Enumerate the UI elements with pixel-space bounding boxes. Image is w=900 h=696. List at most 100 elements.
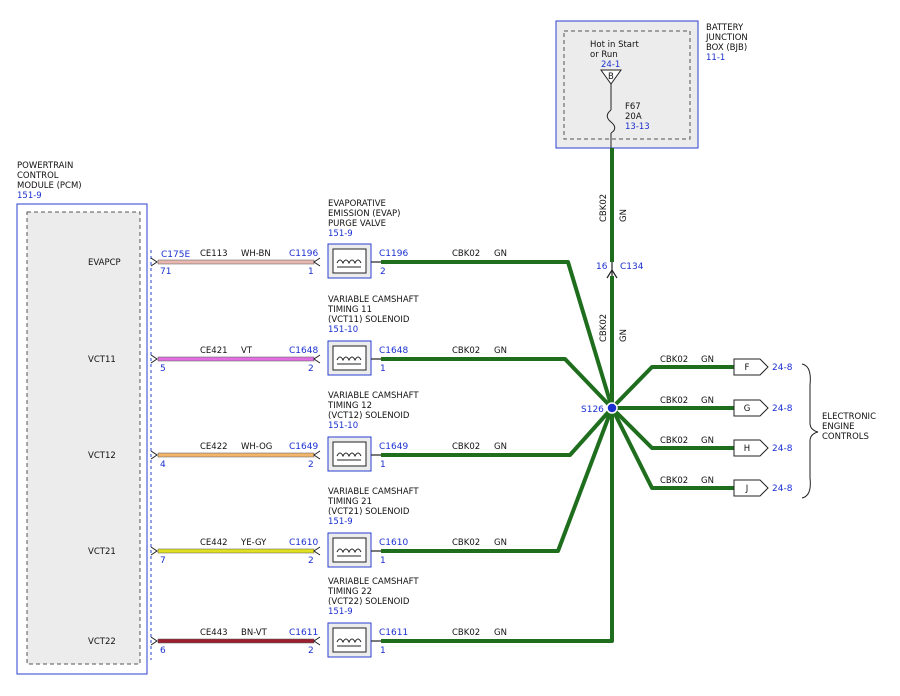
output-brace	[801, 363, 819, 499]
power-wire-branch[interactable]	[381, 260, 614, 409]
component-out-connector[interactable]: C1611	[379, 628, 408, 638]
component-title-line: VARIABLE CAMSHAFT	[328, 295, 419, 305]
output-connector-icon[interactable]	[733, 399, 769, 417]
power-wire-branch[interactable]	[381, 407, 614, 553]
component-in-connector[interactable]: C1610	[289, 538, 318, 548]
component-ref[interactable]: 151-10	[328, 325, 358, 335]
output-wire[interactable]	[610, 406, 734, 450]
pcm-signal-label: EVAPCP	[88, 258, 121, 268]
power-wire-branch[interactable]	[381, 408, 614, 643]
fuse-ref[interactable]: 13-13	[625, 122, 650, 132]
component-ref[interactable]: 151-10	[328, 421, 358, 431]
power-feed: CBK02 GN CBK02 GN 16 C134	[596, 148, 644, 408]
inline-connector-id[interactable]: C134	[620, 262, 644, 272]
circuit-color: WH-BN	[241, 249, 271, 259]
output-ref[interactable]: 24-8	[772, 404, 793, 414]
solenoid-coil-icon	[336, 259, 362, 265]
power-color-label-1: GN	[619, 209, 629, 222]
component-in-connector[interactable]: C1611	[289, 628, 318, 638]
component-title-line: (VCT21) SOLENOID	[328, 507, 410, 517]
component-title-line: VARIABLE CAMSHAFT	[328, 487, 419, 497]
component-title-line: (VCT11) SOLENOID	[328, 315, 410, 325]
fuse-icon	[606, 109, 616, 134]
output-ref[interactable]: 24-8	[772, 363, 793, 373]
splice-dot[interactable]	[606, 402, 618, 414]
component-out-connector[interactable]: C1648	[379, 346, 408, 356]
output-color-label: GN	[701, 396, 714, 406]
circuit-color: BN-VT	[241, 628, 268, 638]
output-letter: G	[744, 404, 751, 414]
component-arrow-icon	[313, 257, 321, 267]
output-connector-icon[interactable]	[733, 358, 769, 376]
component-ref[interactable]: 151-9	[328, 517, 353, 527]
component-out-connector[interactable]: C1610	[379, 538, 408, 548]
component-in-pin: 2	[308, 556, 314, 566]
signal-wire[interactable]	[157, 638, 315, 644]
bjb-module: BATTERY JUNCTION BOX (BJB) 11-1 Hot in S…	[555, 20, 748, 149]
component-in-connector[interactable]: C1648	[289, 346, 318, 356]
signal-wire[interactable]	[157, 259, 315, 265]
pcm-inner-box	[26, 211, 141, 665]
output-label-line-2: ENGINE	[822, 422, 855, 432]
splice-label[interactable]: S126	[581, 405, 604, 415]
bjb-ref[interactable]: 11-1	[706, 53, 725, 63]
output-circuit-label: CBK02	[660, 436, 688, 446]
component-title-line: (VCT22) SOLENOID	[328, 597, 410, 607]
pcm-signal-label: VCT22	[88, 637, 116, 647]
component-ref[interactable]: 151-9	[328, 229, 353, 239]
output-wire[interactable]	[610, 365, 734, 410]
component-out-connector[interactable]: C1649	[379, 442, 408, 452]
bjb-feed-ref[interactable]: 24-1	[601, 60, 620, 70]
component-in-connector[interactable]: C1649	[289, 442, 318, 452]
bjb-feed-line-1: Hot in Start	[590, 40, 640, 50]
power-wire-branch[interactable]	[381, 406, 614, 457]
bjb-feed-triangle	[600, 69, 622, 85]
signal-wire[interactable]	[157, 356, 315, 362]
circuit-color: YE-GY	[240, 538, 267, 548]
pcm-title-line-2: CONTROL	[17, 171, 59, 181]
output-connector-icon[interactable]	[733, 439, 769, 457]
bjb-inner-box	[563, 30, 691, 140]
pcm-pin-number: 4	[160, 460, 166, 470]
power-circuit-label-2: CBK02	[599, 314, 609, 342]
component-title-line: TIMING 22	[327, 587, 372, 597]
component-title-line: TIMING 11	[327, 305, 372, 315]
inline-connector-pin-number: 16	[596, 262, 608, 272]
output-ref[interactable]: 24-8	[772, 444, 793, 454]
pcm-ref[interactable]: 151-9	[17, 191, 42, 201]
component-out-connector[interactable]: C1196	[379, 249, 408, 259]
pcm-title-line-3: MODULE (PCM)	[17, 181, 82, 191]
output-ref[interactable]: 24-8	[772, 484, 793, 494]
signal-wire[interactable]	[157, 548, 315, 554]
pcm-connector-label[interactable]: C175E	[161, 250, 190, 260]
solenoid-coil-icon	[336, 452, 362, 458]
pcm-pin-number: 71	[160, 267, 171, 277]
component-in-pin: 2	[308, 364, 314, 374]
component-out-pin: 1	[380, 460, 386, 470]
pcm-pin-number: 7	[160, 556, 166, 566]
bjb-terminal: B	[608, 72, 614, 82]
bjb-feed-line-2: or Run	[590, 50, 618, 60]
solenoid-coil-icon	[336, 638, 362, 644]
component-arrow-icon	[313, 450, 321, 460]
output-color-label: GN	[701, 476, 714, 486]
output-connector-icon[interactable]	[733, 479, 769, 497]
output-wire[interactable]	[610, 407, 734, 490]
component-in-connector[interactable]: C1196	[289, 249, 318, 259]
pcm-pin-number: 5	[160, 364, 166, 374]
circuit-id: CE422	[200, 442, 228, 452]
signal-wire[interactable]	[157, 452, 315, 458]
component-out-pin: 1	[380, 364, 386, 374]
component-out-pin: 1	[380, 556, 386, 566]
component-ref[interactable]: 151-9	[328, 607, 353, 617]
branch-color-label: GN	[494, 628, 507, 638]
output-circuit-label: CBK02	[660, 476, 688, 486]
power-wire-branch[interactable]	[381, 357, 614, 410]
